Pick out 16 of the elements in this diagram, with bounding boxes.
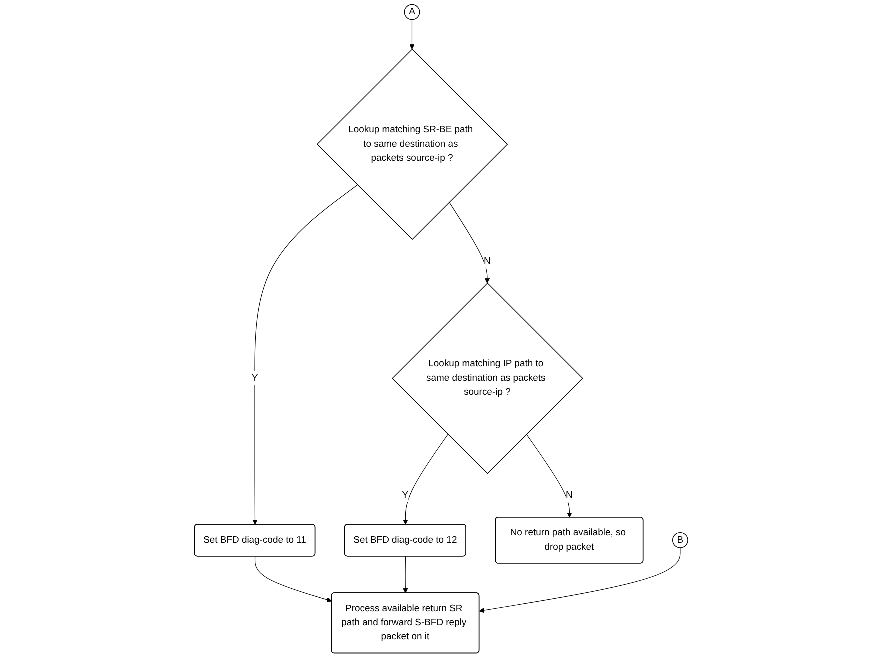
arrow bbox=[410, 20, 415, 50]
arrow bbox=[403, 434, 449, 525]
node-diamond: Lookup matching IP path to same destination as packets source-ip ? bbox=[392, 282, 584, 474]
node-circle: B bbox=[672, 532, 688, 548]
edge-label: Y bbox=[252, 373, 258, 384]
arrow bbox=[526, 434, 572, 518]
arrow bbox=[479, 548, 681, 614]
arrow bbox=[449, 202, 490, 284]
edge-label: Y bbox=[402, 490, 409, 500]
arrow bbox=[252, 184, 358, 525]
node-circle: A bbox=[404, 4, 420, 20]
node-diamond: Lookup matching SR-BE path to same destination as packets source-ip ? bbox=[317, 48, 508, 240]
arrow bbox=[255, 556, 332, 603]
edge-label: N bbox=[484, 256, 491, 266]
arrow bbox=[403, 556, 408, 594]
edge-label: N bbox=[566, 490, 573, 500]
